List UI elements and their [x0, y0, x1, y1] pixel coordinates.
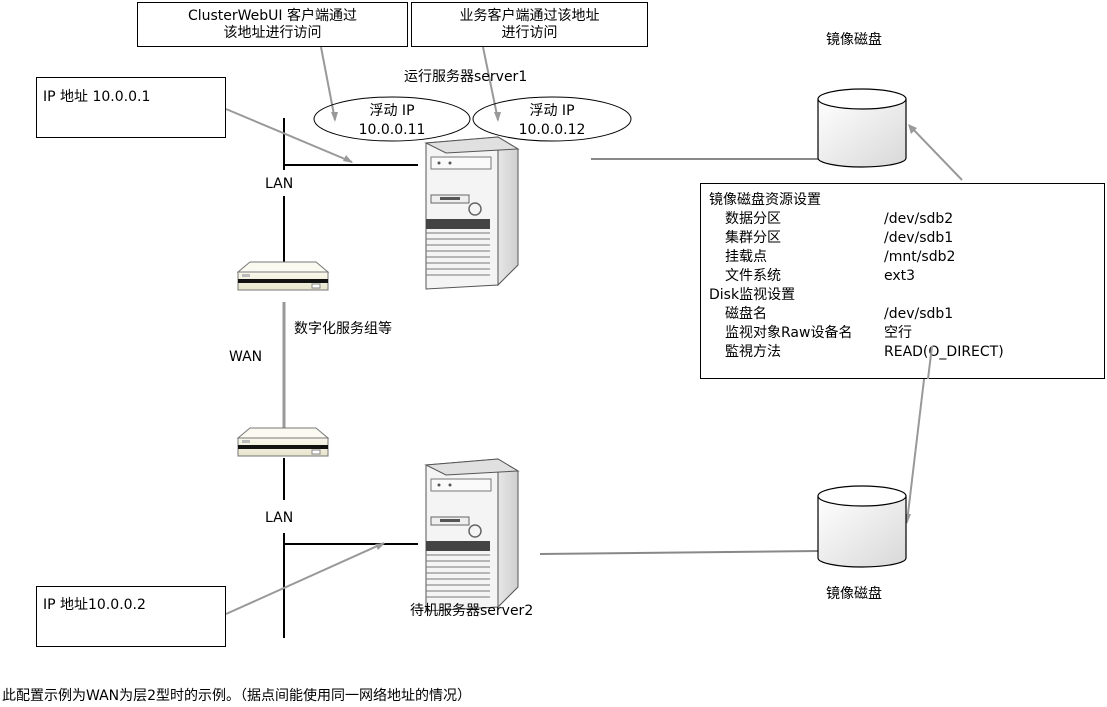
- footer-note: 此配置示例为WAN为层2型时的示例。（据点间能使用同一网络地址的情况）: [2, 688, 472, 704]
- config-row: 数据分区/dev/sdb2: [725, 211, 954, 227]
- wan-label: WAN: [229, 349, 263, 365]
- disk-link-bottom: [539, 550, 819, 555]
- floating-ip-2-title: 浮动 IP: [529, 103, 575, 119]
- callout-business: 业务客户端通过该地址 进行访问: [411, 2, 648, 47]
- floating-ip-1-address: 10.0.0.11: [358, 122, 426, 138]
- callout-business-line1: 业务客户端通过该地址: [459, 8, 600, 24]
- pointer-business: [482, 46, 499, 121]
- config-row: 集群分区/dev/sdb1: [725, 230, 954, 246]
- ip-box-server2: IP 地址10.0.0.2: [36, 586, 226, 647]
- floating-ip-ellipse-1: [313, 96, 471, 142]
- ip-box-server1-text: IP 地址 10.0.0.1: [43, 89, 151, 105]
- wan-note: 数字化服务组等: [294, 321, 392, 337]
- pointer-config-top: [909, 125, 963, 181]
- callout-webui-line2: 该地址进行访问: [223, 25, 322, 41]
- server2-icon: [424, 458, 520, 612]
- ip-box-server2-text: IP 地址10.0.0.2: [43, 597, 146, 613]
- disk-bottom-label: 镜像磁盘: [826, 586, 882, 602]
- callout-webui: ClusterWebUI 客户端通过 该地址进行访问: [137, 2, 408, 47]
- lan-bottom-label: LAN: [265, 510, 294, 526]
- mirror-config-title: 镜像磁盘资源设置: [709, 192, 821, 208]
- config-row: 挂载点/mnt/sdb2: [725, 249, 956, 265]
- config-box: 镜像磁盘资源设置 数据分区/dev/sdb2 集群分区/dev/sdb1 挂载点…: [700, 183, 1105, 379]
- server2-label: 待机服务器server2: [410, 603, 534, 619]
- config-row: 磁盘名/dev/sdb1: [725, 306, 954, 322]
- callout-business-line2: 进行访问: [501, 25, 558, 41]
- pointer-ip1: [225, 108, 353, 163]
- disk-top-icon: [817, 88, 907, 168]
- pointer-ip2: [225, 542, 385, 615]
- disk-top-label: 镜像磁盘: [826, 32, 882, 48]
- router-top-icon: [236, 261, 330, 291]
- lan-top-label: LAN: [265, 176, 294, 192]
- router-bottom-icon: [236, 427, 330, 457]
- disk-monitor-title: Disk监视设置: [709, 287, 796, 303]
- callout-webui-line1: ClusterWebUI 客户端通过: [187, 8, 358, 24]
- server1-icon: [424, 136, 520, 290]
- floating-ip-2-address: 10.0.0.12: [518, 122, 586, 138]
- pointer-webui: [320, 46, 336, 121]
- config-row: 监视对象Raw设备名空行: [725, 325, 912, 341]
- server1-label: 运行服务器server1: [404, 69, 528, 85]
- disk-bottom-icon: [817, 485, 907, 568]
- floating-ip-ellipse-2: [472, 96, 632, 142]
- ip-box-server1: IP 地址 10.0.0.1: [36, 77, 226, 138]
- floating-ip-1-title: 浮动 IP: [369, 103, 415, 119]
